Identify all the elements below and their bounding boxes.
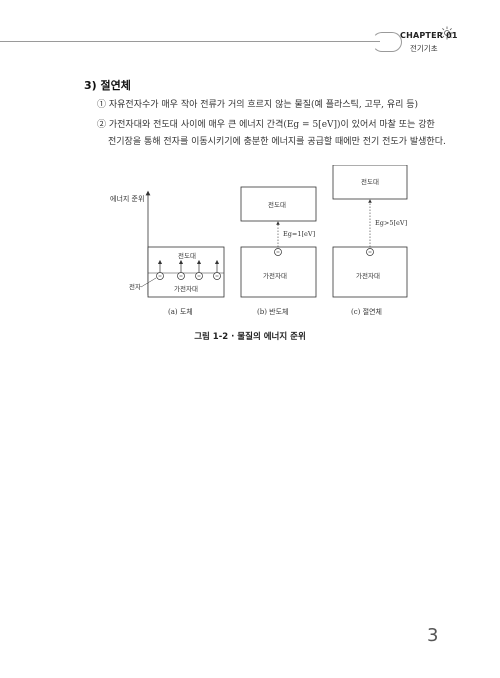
page-number: 3 [427,625,439,646]
insulator-valence-label: 가전자대 [356,271,380,280]
energy-band-figure: 에너지 준위 전도대 가전자대 전자 (a) 도체 전도대 가전자대 Eg=1[… [110,165,408,316]
chapter-subtitle: 전기기초 [410,44,438,53]
insulator-conduction-label: 전도대 [361,177,379,186]
insulator-gap-label: Eg>5[eV] [375,219,407,227]
axis-label: 에너지 준위 [110,194,144,203]
conductor-band-box [147,246,225,298]
semiconductor-conduction-box [240,186,317,222]
insulator-conduction-box [332,165,408,200]
header-rule [0,41,380,42]
chapter-label: CHAPTER 01 [400,31,458,40]
electron-pointer [140,277,157,288]
paragraph-2-line-1: ② 가전자대와 전도대 사이에 매우 큰 에너지 간격(Eg = 5[eV])이… [97,120,435,130]
semiconductor-valence-label: 가전자대 [263,271,287,280]
semiconductor-caption: (b) 반도체 [257,307,289,316]
semiconductor-gap-label: Eg=1[eV] [283,230,315,238]
paragraph-2-line-2: 전기장을 통해 전자를 이동시키기에 충분한 에너지를 공급할 때에만 전기 전… [108,137,446,147]
figure-caption: 그림 1-2 · 물질의 에너지 준위 [194,332,306,342]
header-curve [372,32,402,52]
electron-label: 전자 [129,282,141,291]
section-title: 3) 절연체 [84,79,131,92]
conductor-caption: (a) 도체 [168,308,193,316]
conductor-conduction-label: 전도대 [178,251,196,260]
semiconductor-conduction-label: 전도대 [268,200,286,209]
conductor-arrows [157,259,220,272]
paragraph-1: ① 자유전자수가 매우 작아 전류가 거의 흐르지 않는 물질(예 플라스틱, … [97,100,419,110]
insulator-caption: (c) 절연체 [351,308,382,316]
conductor-valence-label: 가전자대 [174,284,198,293]
sun-icon [440,26,454,40]
